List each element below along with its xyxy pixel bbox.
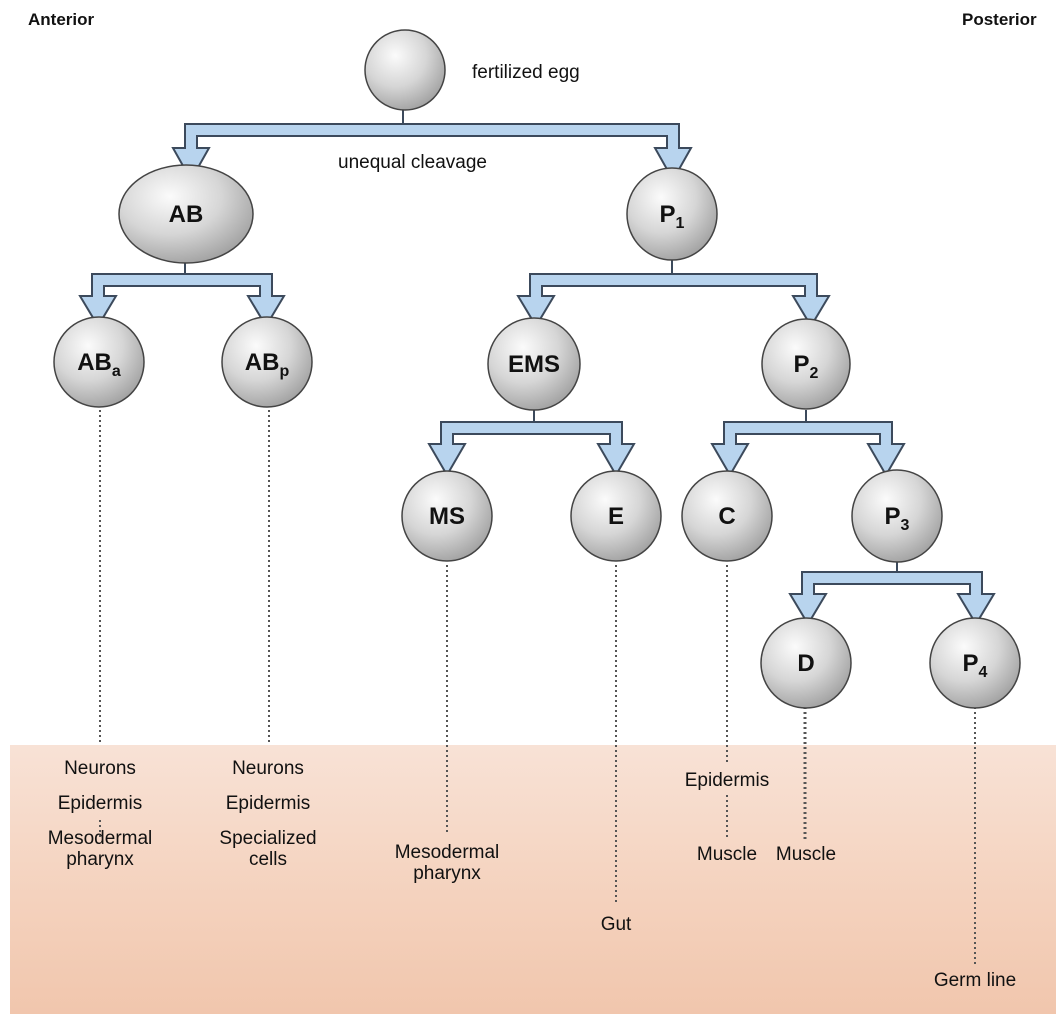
cell-p2-label: P2 [794,351,819,382]
fate-abp-neurons: Neurons [232,758,304,779]
cell-e [570,470,662,562]
division-arrow-zygote [171,110,693,183]
cell-p1 [626,167,718,261]
cell-c-label: C [718,503,735,530]
cell-aba-label: ABa [77,349,121,380]
cell-p3-label: P3 [885,503,910,534]
anterior-label: Anterior [28,10,95,29]
fate-abp-epidermis: Epidermis [225,793,311,814]
fate-e-gut: Gut [600,914,632,935]
cell-abp-label: ABp [245,349,290,380]
cell-abp [221,316,313,408]
fate-aba: Neurons Epidermis Mesodermal pharynx [20,758,180,870]
cell-ab [118,164,254,264]
cell-ems-label: EMS [508,351,560,378]
fate-c-epidermis: Epidermis [684,770,770,791]
division-arrow-p1 [516,260,831,328]
fate-abp: Neurons Epidermis Specialized cells [188,758,348,870]
cell-ems [487,317,581,411]
fate-d-muscle: Muscle [775,844,837,865]
cell-p3 [851,469,943,563]
division-arrow-ab [78,262,286,328]
unequal-cleavage-label: unequal cleavage [338,152,487,173]
fate-aba-neurons: Neurons [64,758,136,779]
cell-p2 [761,318,851,410]
cell-ms [401,470,493,562]
cell-d [760,617,852,709]
fate-aba-pharynx: pharynx [66,849,134,870]
fate-ms: Mesodermal pharynx [367,842,527,884]
cell-d-label: D [797,650,814,677]
cell-fate-band [10,745,1056,1014]
cell-ms-label: MS [429,503,465,530]
fate-abp-cells: cells [248,849,287,870]
cell-c [681,470,773,562]
fate-aba-mesodermal: Mesodermal [47,828,153,849]
cell-p4-label: P4 [963,650,988,681]
fate-c-muscle: Muscle [696,844,758,865]
cell-p1-label: P1 [660,201,685,232]
division-arrow-p2 [710,410,906,477]
fertilized-egg-cell [364,29,446,111]
fate-abp-specialized: Specialized [219,828,317,849]
cell-ab-label: AB [169,201,204,228]
division-arrow-p3 [788,562,996,626]
cell-e-label: E [608,503,624,530]
fate-ms-mesodermal: Mesodermal [394,842,500,863]
division-arrow-ems [427,410,636,477]
fate-ms-pharynx: pharynx [413,863,481,884]
cell-aba [53,316,145,408]
fertilized-egg-label: fertilized egg [472,62,580,83]
fate-aba-epidermis: Epidermis [57,793,143,814]
posterior-label: Posterior [962,10,1037,29]
cell-p4 [929,617,1021,709]
fate-p4-germ-line: Germ line [933,970,1017,991]
